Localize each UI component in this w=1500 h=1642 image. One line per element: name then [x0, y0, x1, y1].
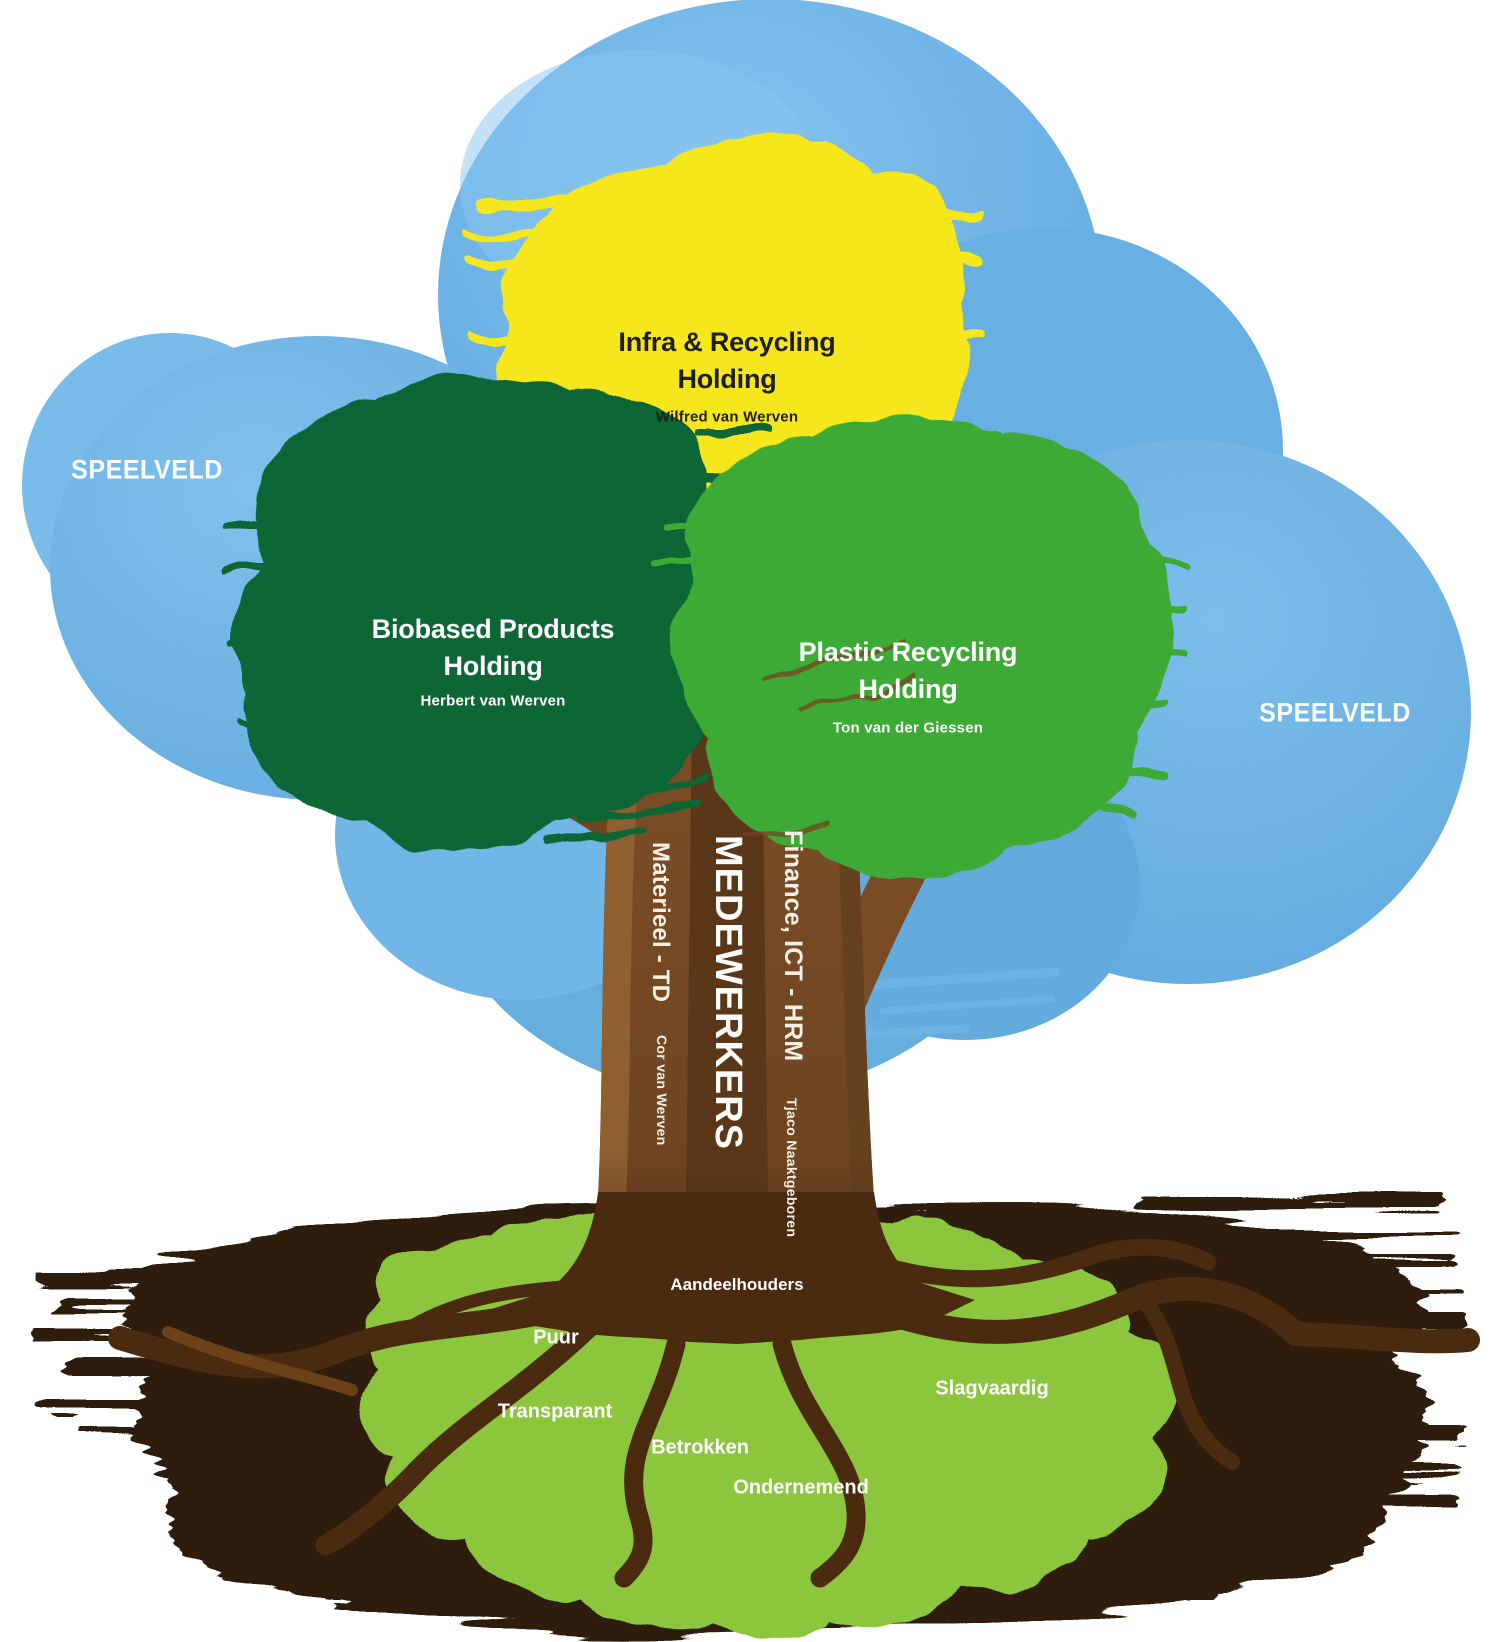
roots: [108, 1192, 1480, 1588]
green-brush-streaks: [650, 520, 1190, 817]
canopy-biobased: [215, 373, 770, 850]
bark-streaks-over-green: [745, 641, 918, 839]
root-strands: [108, 1238, 1480, 1588]
canopy-plastic-recycling: [650, 413, 1190, 878]
trunk-base: [470, 1192, 975, 1344]
dark-green-brush-streaks: [215, 430, 770, 847]
